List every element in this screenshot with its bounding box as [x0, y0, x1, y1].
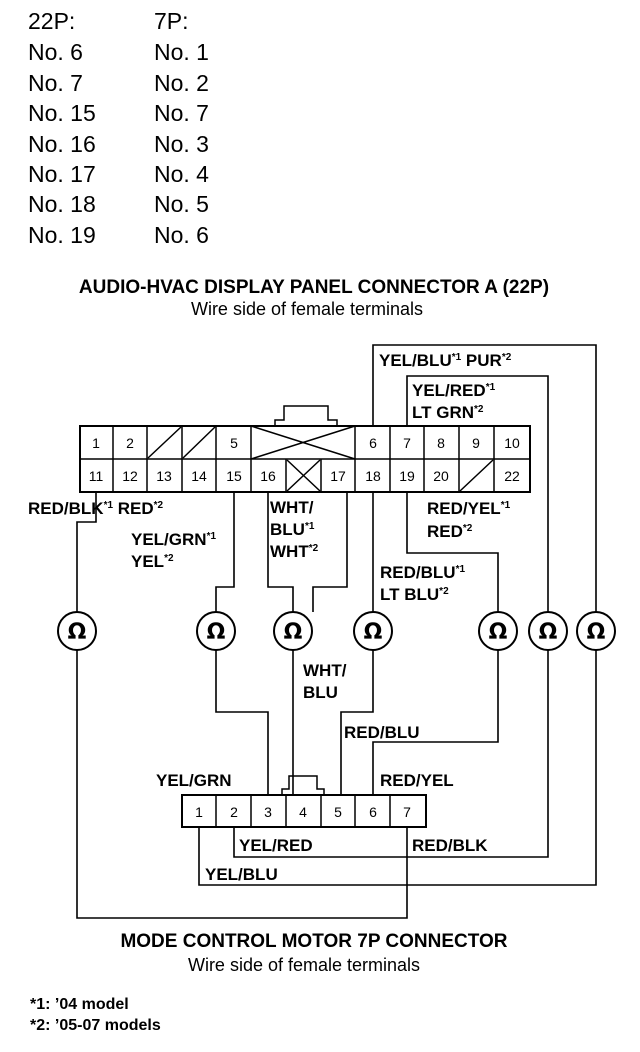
ohm-icon: Ω — [539, 620, 558, 645]
wire-label: BLU — [303, 683, 338, 702]
wire-label: RED*2 — [427, 522, 473, 541]
connector-a-pin: 9 — [472, 435, 480, 451]
connector-a-pin: 10 — [504, 435, 520, 451]
wire-label: LT BLU*2 — [380, 585, 449, 604]
table-row-7p: No. 4 — [154, 161, 209, 187]
connector-a-pin: 17 — [330, 468, 346, 484]
connector-a-pin: 11 — [89, 468, 104, 484]
connector-b-subtitle: Wire side of female terminals — [187, 955, 421, 975]
connector-b-pin: 3 — [264, 804, 272, 820]
connector-a-pin: 2 — [126, 435, 134, 451]
wire-label: WHT/ — [303, 661, 347, 680]
table-row-7p: No. 2 — [154, 70, 209, 96]
connector-a-pin: 22 — [504, 468, 520, 484]
table-row-22p: No. 6 — [28, 39, 83, 65]
connector-b-pin: 6 — [369, 804, 377, 820]
ohm-icon: Ω — [68, 620, 87, 645]
wire-label: RED/BLU*1 — [380, 563, 465, 582]
wire-label: WHT/ — [270, 498, 314, 517]
footnote: *1: ’04 model — [30, 996, 129, 1013]
connector-b-pin: 2 — [230, 804, 238, 820]
connector-a-top-dividers — [112, 426, 495, 459]
table-header-7p: 7P: — [154, 8, 189, 34]
table-row-7p: No. 7 — [154, 100, 209, 126]
ohm-icon: Ω — [587, 620, 606, 645]
wire-label: YEL/BLU — [205, 865, 278, 884]
connector-a-pin: 7 — [403, 435, 411, 451]
connector-a-latch — [274, 405, 338, 426]
ohm-icon: Ω — [364, 620, 383, 645]
wire-label: RED/BLK*1 RED*2 — [28, 499, 164, 518]
table-row-22p: No. 17 — [28, 161, 96, 187]
connector-b-title: MODE CONTROL MOTOR 7P CONNECTOR — [120, 931, 508, 952]
ohm-icon: Ω — [489, 620, 508, 645]
table-row-22p: No. 15 — [28, 100, 96, 126]
table-row-22p: No. 18 — [28, 191, 96, 217]
wire-label: BLU*1 — [270, 520, 315, 539]
ohm-icon: Ω — [207, 620, 226, 645]
table-row-22p: No. 16 — [28, 131, 96, 157]
connector-a-title: AUDIO-HVAC DISPLAY PANEL CONNECTOR A (22… — [78, 277, 550, 298]
connector-a-subtitle: Wire side of female terminals — [190, 299, 424, 319]
connector-b-latch — [281, 775, 325, 795]
wire-label: YEL/GRN*1 — [131, 530, 216, 549]
connector-a-pin: 14 — [191, 468, 207, 484]
table-row-7p: No. 3 — [154, 131, 209, 157]
ohm-icon: Ω — [284, 620, 303, 645]
connector-b-dividers — [215, 795, 391, 827]
connector-a-pin: 1 — [92, 435, 100, 451]
connector-a-pin: 5 — [230, 435, 238, 451]
connector-a-bottom-dividers — [112, 459, 495, 492]
wire-label: YEL*2 — [131, 552, 174, 571]
wire-label: RED/YEL*1 — [427, 499, 511, 518]
wire-label: YEL/BLU*1 PUR*2 — [379, 351, 512, 370]
table-row-22p: No. 7 — [28, 70, 83, 96]
wire-label: RED/YEL — [380, 771, 454, 790]
unused-cavity-marks — [147, 425, 494, 492]
wires — [76, 344, 597, 919]
connector-a-pin: 6 — [369, 435, 377, 451]
wire-label: LT GRN*2 — [412, 403, 484, 422]
connector-a-pin: 18 — [365, 468, 381, 484]
connector-a-pin: 15 — [226, 468, 242, 484]
table-row-22p: No. 19 — [28, 222, 96, 248]
wire-label: YEL/RED — [239, 836, 313, 855]
connector-b-pin: 5 — [334, 804, 342, 820]
connector-a-pin: 19 — [399, 468, 415, 484]
connector-a-pin: 12 — [122, 468, 138, 484]
table-row-7p: No. 1 — [154, 39, 209, 65]
pin-correspondence-table: 22P: 7P: No. 6 No. 1 No. 7 No. 2 No. 15 … — [28, 8, 248, 253]
connector-b-body — [181, 794, 427, 828]
wire-label: YEL/RED*1 — [412, 381, 496, 400]
wire-label: RED/BLK — [412, 836, 488, 855]
connector-a-pin: 16 — [260, 468, 276, 484]
wire-label: YEL/GRN — [156, 771, 232, 790]
footnote: *2: ’05-07 models — [30, 1017, 161, 1034]
wire-label: RED/BLU — [344, 723, 420, 742]
wire-label: WHT*2 — [270, 542, 319, 561]
connector-b-pin: 4 — [299, 804, 307, 820]
connector-b-pin: 1 — [195, 804, 203, 820]
ohmmeter-circles — [57, 611, 616, 651]
connector-b-pin: 7 — [403, 804, 411, 820]
connector-a-pin: 20 — [433, 468, 449, 484]
connector-a-pin: 13 — [156, 468, 172, 484]
table-row-7p: No. 6 — [154, 222, 209, 248]
connector-a-pin: 8 — [437, 435, 445, 451]
table-row-7p: No. 5 — [154, 191, 209, 217]
table-header-22p: 22P: — [28, 8, 76, 34]
